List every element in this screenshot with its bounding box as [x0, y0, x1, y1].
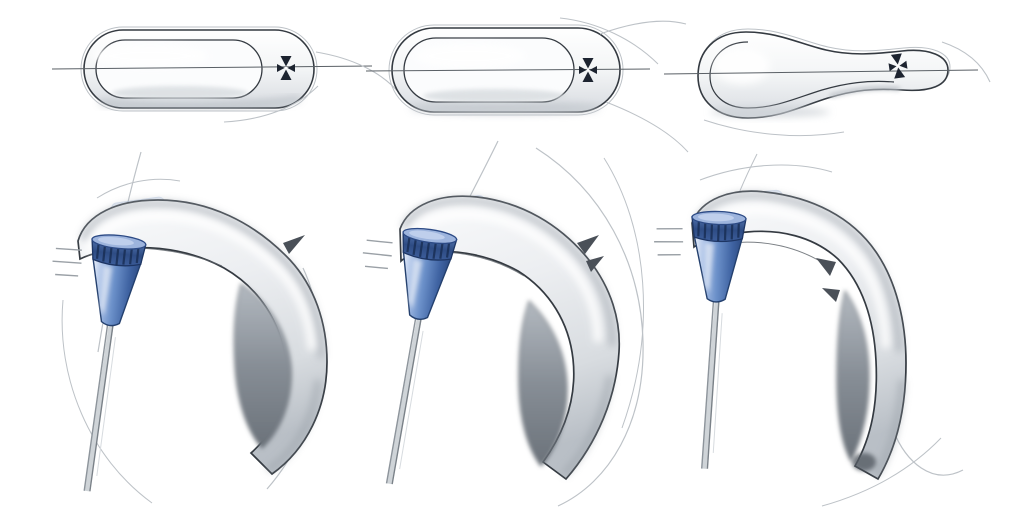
tail-shade — [266, 379, 321, 473]
tail-tip-shade — [852, 453, 876, 471]
construction-line — [699, 164, 833, 181]
clip-fin — [577, 235, 599, 254]
clip-fin — [586, 256, 604, 272]
sweep-curve — [703, 119, 845, 137]
construction-line — [96, 178, 181, 199]
construction-line — [892, 429, 964, 476]
handle-body — [399, 195, 621, 481]
construction-line — [821, 437, 942, 507]
sweep-curve — [315, 51, 401, 95]
grip-inset-panel — [233, 283, 292, 449]
centerline — [51, 65, 373, 70]
construction-line — [603, 157, 644, 429]
blue-tip-cone — [332, 221, 458, 489]
side-view-sketch-s-curve — [332, 140, 644, 507]
gloss-highlight — [84, 211, 316, 351]
gloss-highlight — [405, 210, 602, 343]
sweep-curve — [605, 101, 689, 153]
inner-highlight — [92, 45, 208, 67]
blue-tip-cone — [29, 229, 146, 495]
clip-fin — [816, 258, 836, 276]
bottom-shade — [710, 107, 830, 117]
grip-inset-panel — [836, 289, 870, 463]
handle-body — [691, 190, 907, 481]
sweep-curve — [941, 41, 991, 83]
top-edge-shade — [693, 191, 903, 353]
top-view-sketch-stadium — [51, 26, 401, 123]
tail-shade — [561, 375, 613, 477]
top-edge-shade — [400, 196, 616, 347]
top-view-sketch-paddle — [663, 28, 991, 137]
tail-shade — [873, 379, 905, 477]
side-view-sketch-inset-grip — [29, 151, 328, 504]
bottom-shade — [410, 102, 600, 114]
sweep-curve — [559, 17, 659, 65]
clip-fin — [283, 235, 305, 254]
clip-fin — [822, 288, 840, 302]
grip-inset-panel — [518, 300, 568, 467]
bottom-shade — [99, 95, 301, 109]
inner-highlight — [415, 44, 525, 68]
overdraw-outline — [388, 24, 624, 116]
neck-shade — [829, 86, 901, 98]
centerline — [365, 68, 651, 72]
handle-body — [77, 199, 328, 476]
inner-highlight — [714, 48, 770, 84]
centerline — [663, 69, 979, 75]
sweep-curve — [599, 20, 687, 35]
top-edge-shade — [79, 200, 325, 359]
top-view-sketch-oval — [365, 17, 689, 153]
construction-line — [535, 147, 644, 507]
side-view-sketch-hook — [646, 153, 964, 507]
sweep-curve — [223, 85, 319, 123]
inner-shadow — [423, 89, 567, 103]
blue-tip-cone — [646, 209, 746, 470]
construction-line — [61, 299, 153, 504]
inner-shadow — [112, 86, 248, 100]
